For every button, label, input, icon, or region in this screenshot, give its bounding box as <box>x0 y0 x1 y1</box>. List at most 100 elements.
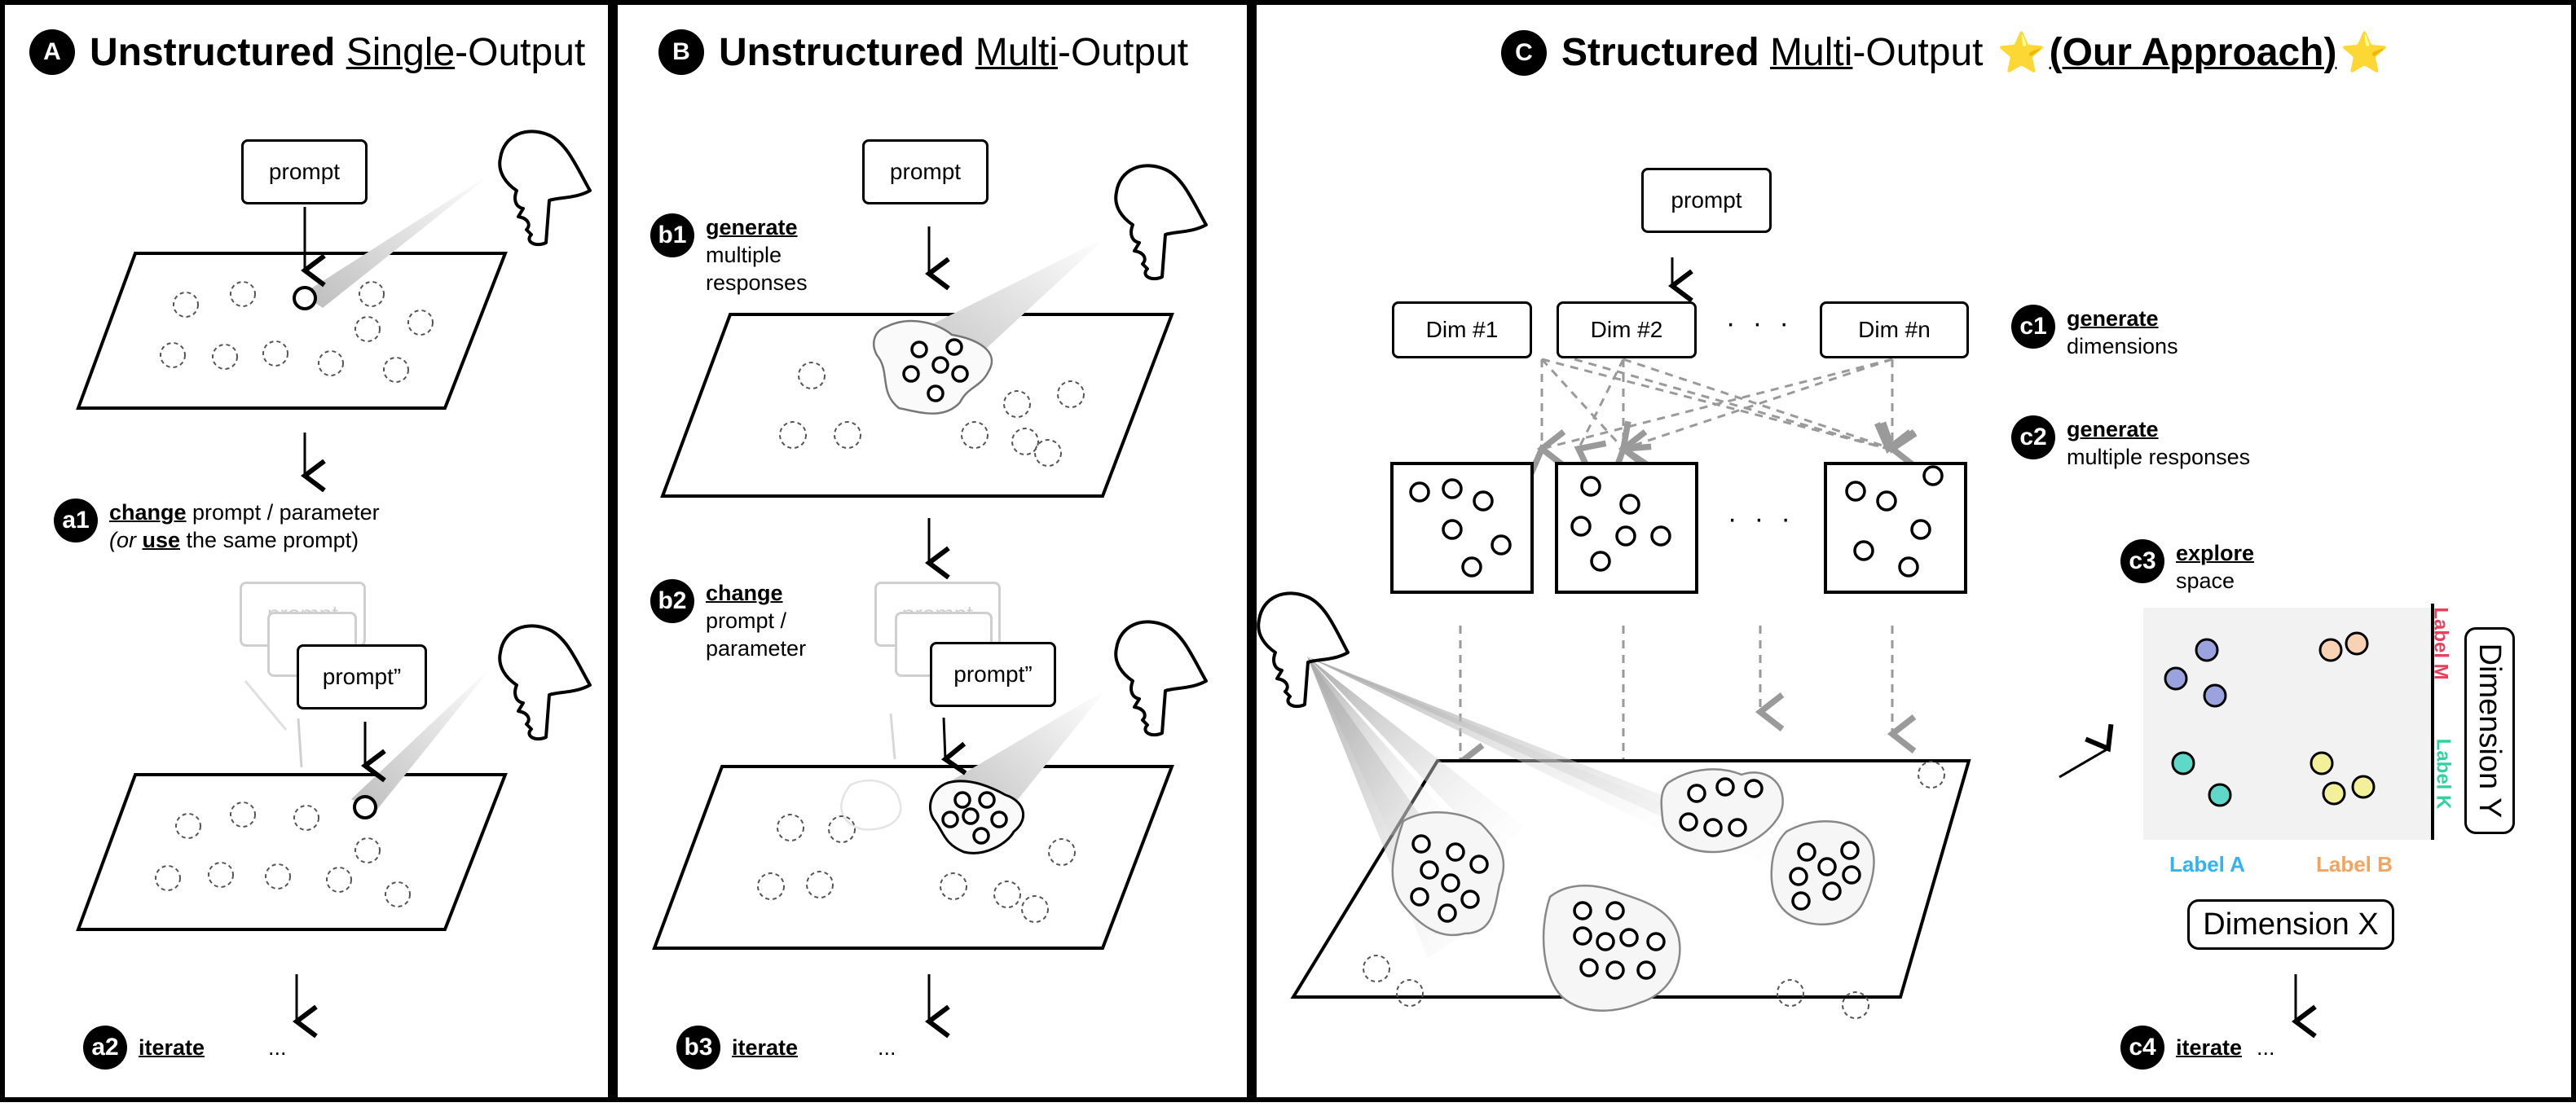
panel-a-title-bold: Unstructured <box>90 30 336 74</box>
panel-a-title: A Unstructured Single-Output <box>29 29 585 75</box>
step-c2-badge: c2 <box>2011 415 2055 459</box>
panel-c-title-approach: (Our Approach) <box>2049 31 2337 74</box>
label-b: Label B <box>2316 852 2393 876</box>
step-c1-badge: c1 <box>2011 305 2055 349</box>
panel-b-title-rest: -Output <box>1058 30 1189 74</box>
step-b2-verb: change <box>706 581 783 605</box>
step-c2-verb: generate <box>2067 417 2159 441</box>
step-b3-verb: iterate <box>732 1035 799 1060</box>
dimension-box-2: Dim #2 <box>1557 301 1697 358</box>
step-c4: c4 iterate ... <box>2120 1026 2275 1070</box>
dimension-box-n: Dim #n <box>1820 301 1969 358</box>
panel-b-badge: B <box>658 29 704 75</box>
sample-dots <box>1363 761 1945 1019</box>
explore-space-plot <box>2143 608 2433 840</box>
dimension-x-label: Dimension X <box>2187 899 2394 950</box>
head-icon-2 <box>498 624 592 741</box>
star-icon-2: ⭐ <box>2340 32 2389 75</box>
dimension-links <box>1527 358 1918 477</box>
step-b1-line2: multiple <box>706 243 782 267</box>
panel-c-title-bold: Structured <box>1561 31 1759 74</box>
step-c3-badge: c3 <box>2120 539 2164 583</box>
label-a: Label A <box>2169 852 2245 876</box>
output-plane-top <box>76 252 508 410</box>
step-b2-line3: parameter <box>706 636 807 661</box>
step-b1-badge: b1 <box>650 213 694 257</box>
step-c2-line2: multiple responses <box>2067 445 2251 469</box>
step-a1-line2-rest: the same prompt) <box>180 528 359 552</box>
faded-cluster <box>840 779 902 831</box>
panel-unstructured-single-output: A Unstructured Single-Output <box>0 0 613 1102</box>
response-box-dots <box>1409 465 1944 578</box>
response-dots <box>902 338 969 402</box>
panel-c-title: C Structured Multi-Output ⭐(Our Approach… <box>1501 29 2392 76</box>
response-ellipsis: · · · <box>1728 503 1795 534</box>
head-icon <box>498 130 592 247</box>
panel-b-title: B Unstructured Multi-Output <box>658 29 1188 75</box>
prompt-box: prompt <box>1641 168 1772 233</box>
prompt-box: prompt <box>862 139 989 204</box>
step-b3-badge: b3 <box>676 1026 720 1070</box>
step-b2-line2: prompt / <box>706 608 787 633</box>
sample-dots-bottom <box>757 814 1076 923</box>
dimension-y-label: Dimension Y <box>2464 627 2515 834</box>
step-a1-rest: prompt / parameter <box>186 500 380 525</box>
step-c4-verb: iterate <box>2176 1035 2243 1060</box>
step-b1-verb: generate <box>706 215 798 239</box>
step-c1-line2: dimensions <box>2067 334 2178 358</box>
panel-c-diagram <box>1257 257 2434 1039</box>
step-b2-badge: b2 <box>650 579 694 623</box>
step-c2: c2 generate multiple responses <box>2011 415 2250 471</box>
panel-c-title-underlined: Multi <box>1770 31 1853 74</box>
step-a2-ellipsis: ... <box>268 1035 287 1060</box>
panel-c-badge: C <box>1501 29 1547 76</box>
step-a2-badge: a2 <box>83 1026 127 1070</box>
output-plane-bottom <box>76 773 508 931</box>
selected-output-dot <box>293 286 317 310</box>
response-dots-2 <box>941 791 1008 845</box>
prompt-box-revised: prompt” <box>297 644 427 709</box>
panel-a-badge: A <box>29 29 75 75</box>
step-b1: b1 generate multiple responses <box>650 213 808 297</box>
step-c3-line2: space <box>2176 569 2235 593</box>
panel-a-title-underlined: Single <box>346 30 456 74</box>
prompt-box: prompt <box>241 139 368 204</box>
panel-a-diagram <box>76 130 592 1039</box>
label-m: Label M <box>2429 607 2452 680</box>
prompt-box-revised: prompt” <box>930 642 1056 707</box>
step-c3: c3 explore space <box>2120 539 2254 595</box>
panel-b-title-underlined: Multi <box>975 30 1059 74</box>
gaze-beam-bottom <box>351 665 494 811</box>
step-a1-verb: change <box>109 500 187 525</box>
output-plane-bottom <box>652 765 1174 950</box>
sample-dots-top <box>160 281 434 383</box>
label-k: Label K <box>2432 738 2455 810</box>
panel-b-diagram <box>652 164 1208 1039</box>
step-b3-ellipsis: ... <box>878 1035 896 1060</box>
step-a1-line2-verb: use <box>142 528 181 552</box>
panel-unstructured-multi-output: B Unstructured Multi-Output <box>613 0 1252 1102</box>
cluster-dots <box>1410 777 1861 980</box>
selected-output-dot-2 <box>353 795 377 819</box>
panel-b-title-bold: Unstructured <box>719 30 965 74</box>
head-icon-2 <box>1114 620 1208 737</box>
step-c4-badge: c4 <box>2120 1026 2164 1070</box>
step-a2: a2 iterate ... <box>83 1026 287 1070</box>
panel-structured-multi-output: C Structured Multi-Output ⭐(Our Approach… <box>1252 0 2576 1102</box>
step-c4-ellipsis: ... <box>2257 1035 2275 1060</box>
step-b2: b2 change prompt / parameter <box>650 579 806 662</box>
step-c3-verb: explore <box>2176 541 2255 565</box>
step-b1-line3: responses <box>706 270 808 295</box>
gaze-beam-top <box>302 172 494 308</box>
panel-c-title-rest: -Output <box>1852 31 1984 74</box>
step-a1: a1 change prompt / parameter (or use the… <box>54 499 380 554</box>
dimension-box-1: Dim #1 <box>1392 301 1532 358</box>
panel-a-title-rest: -Output <box>455 30 586 74</box>
sample-dots-top <box>779 362 1085 467</box>
sample-dots-bottom <box>155 802 411 907</box>
step-a1-line2-open: (or <box>109 528 143 552</box>
head-icon <box>1114 164 1208 281</box>
response-box-n <box>1824 462 1967 594</box>
head-icon <box>1257 591 1350 709</box>
step-c1-verb: generate <box>2067 306 2159 331</box>
